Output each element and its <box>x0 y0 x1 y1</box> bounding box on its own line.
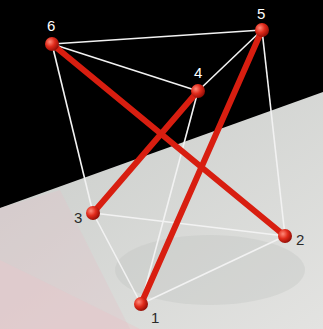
floor-plane <box>0 92 323 329</box>
callout-number: 2 <box>296 232 304 248</box>
callout-number: 1 <box>151 310 159 326</box>
floor-tint <box>0 190 130 329</box>
callout-number: 3 <box>74 210 82 226</box>
callout-number: 5 <box>257 6 265 22</box>
joint-balls <box>45 23 292 311</box>
cables <box>52 30 285 304</box>
struts <box>52 30 285 304</box>
callout-number: 4 <box>194 65 202 81</box>
callout-number: 6 <box>47 18 55 34</box>
